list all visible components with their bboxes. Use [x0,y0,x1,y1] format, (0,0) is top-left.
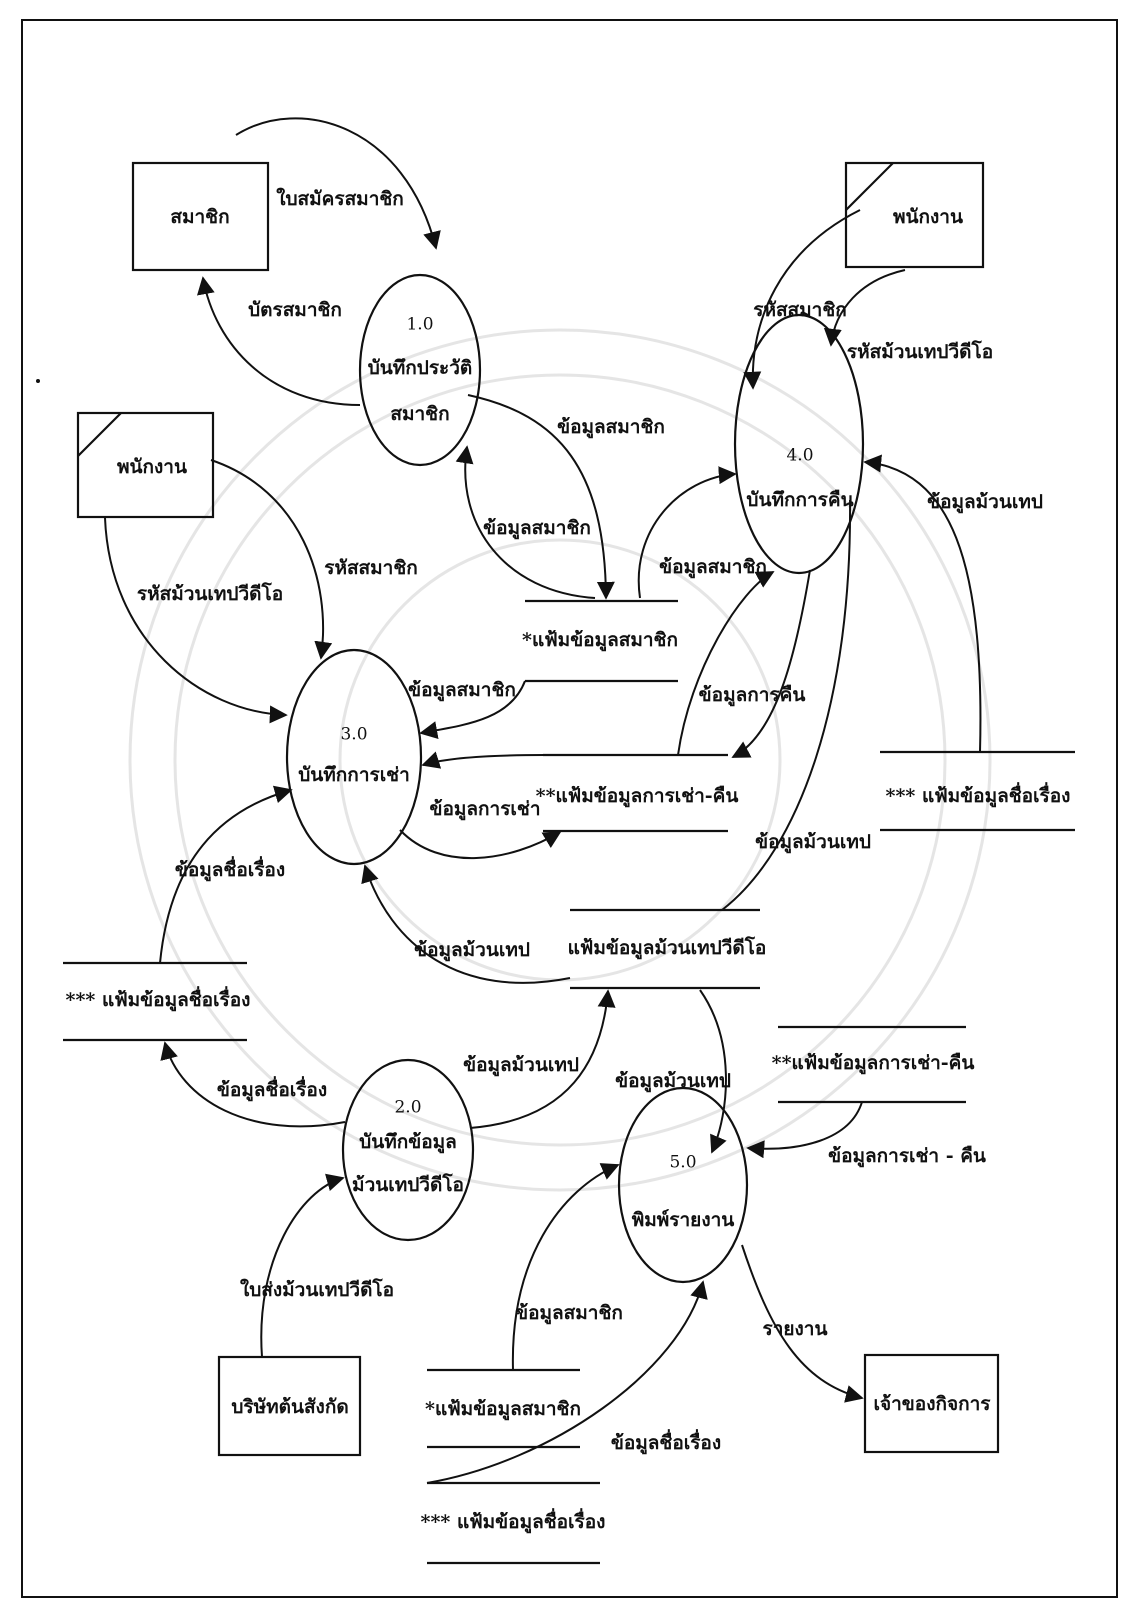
data-store-member-bottom: *แฟ้มข้อมูลสมาชิก [425,1368,581,1449]
process-1-number: 1.0 [406,315,433,335]
flow-arrow-15 [104,517,288,724]
flow-arrow-18 [160,1041,346,1128]
data-store-tape-label: แฟ้มข้อมูลม้วนเทปวีดีโอ [568,936,767,960]
flow-label-member-data: ข้อมูลสมาชิก [408,679,516,702]
entity-company-label: บริษัทต้นสังกัด [231,1396,348,1418]
flow-arrow-9 [731,569,811,758]
data-store-rental-right: **แฟ้มข้อมูลการเช่า-คืน [772,1025,975,1104]
page-border [21,19,1118,1598]
flow-label-title-data: ข้อมูลชื่อเรื่อง [611,1429,721,1455]
flow-arrow-3 [455,445,596,599]
data-store-title-bottom: *** แฟ้มข้อมูลชื่อเรื่อง [421,1481,606,1565]
flow-label-tape-data: ข้อมูลม้วนเทป [615,1070,731,1093]
data-store-rental-right-label: **แฟ้มข้อมูลการเช่า-คืน [772,1052,975,1075]
flow-arrow-14 [210,459,333,660]
flow-arrow-10 [721,499,852,911]
data-store-tape: แฟ้มข้อมูลม้วนเทปวีดีโอ [568,908,767,990]
process-2-number: 2.0 [394,1098,421,1118]
process-1: 1.0 บันทึกประวัติ สมาชิก [358,273,482,467]
data-store-member-top-label: *แฟ้มข้อมูลสมาชิก [522,629,678,652]
data-store-title-left: *** แฟ้มข้อมูลชื่อเรื่อง [63,961,251,1042]
flow-label-tape-delivery-note: ใบส่งม้วนเทปวีดีโอ [240,1278,394,1301]
process-1-name-line2: สมาชิก [390,403,449,425]
flow-arrow-5 [743,209,861,390]
flow-labels: ใบสมัครสมาชิก บัตรสมาชิก ข้อมูลสมาชิก ข้… [137,187,1043,1455]
process-1-name-line1: บันทึกประวัติ [368,357,473,379]
data-store-rental-center: **แฟ้มข้อมูลการเช่า-คืน [536,753,739,833]
flow-label-member-data: ข้อมูลสมาชิก [483,517,591,540]
flow-arrow-0 [235,117,441,250]
flow-label-tape-data: ข้อมูลม้วนเทป [414,939,530,962]
process-5-number: 5.0 [669,1153,696,1173]
data-store-title-right-label: *** แฟ้มข้อมูลชื่อเรื่อง [886,782,1071,808]
flow-label-tape-data: ข้อมูลม้วนเทป [463,1054,579,1077]
data-store-member-bottom-label: *แฟ้มข้อมูลสมาชิก [425,1398,581,1421]
process-2-name-line2: ม้วนเทปวีดีโอ [352,1173,464,1196]
flow-label-rental-data: ข้อมูลการเช่า [429,798,540,821]
process-5: 5.0 พิมพ์รายงาน [617,1086,749,1284]
process-2-name-line1: บันทึกข้อมูล [359,1131,457,1154]
process-3: 3.0 บันทึกการเช่า [285,648,423,866]
data-store-member-top: *แฟ้มข้อมูลสมาชิก [522,599,678,683]
entity-staff-top-label: พนักงาน [893,206,963,228]
flow-arrow-4 [637,466,737,599]
process-4: 4.0 บันทึกการคืน [733,313,865,575]
entity-staff-left-label: พนักงาน [117,456,187,478]
process-3-number: 3.0 [340,725,367,745]
process-4-name: บันทึกการคืน [746,489,853,511]
flow-arrow-25 [741,1244,864,1403]
flow-label-tape-id: รหัสม้วนเทปวีดีโอ [847,340,993,363]
flow-arrow-23 [511,1163,620,1371]
entity-staff-top: พนักงาน [844,161,985,269]
entity-member-label: สมาชิก [170,206,229,228]
data-store-rental-center-label: **แฟ้มข้อมูลการเช่า-คืน [536,785,739,808]
entity-owner: เจ้าของกิจการ [863,1353,1000,1454]
flow-arrow-6 [823,269,906,347]
flow-label-member-id: รหัสสมาชิก [324,557,418,579]
flow-arrow-7 [863,454,982,753]
entity-member: สมาชิก [131,161,270,272]
process-4-number: 4.0 [786,446,813,466]
flow-arrow-2 [467,394,615,600]
flow-arrow-11 [421,751,672,769]
process-5-name: พิมพ์รายงาน [632,1209,735,1231]
flow-arrow-21 [746,1101,863,1159]
flow-arrow-16 [159,785,293,964]
flow-label-tape-data: ข้อมูลม้วนเทป [927,491,1043,514]
process-3-name: บันทึกการเช่า [298,764,410,786]
flow-arrow-12 [399,829,562,859]
flow-label-rental-return-data: ข้อมูลการเช่า - คืน [828,1145,986,1168]
flow-arrow-1 [197,276,361,406]
flow-label-member-data: ข้อมูลสมาชิก [515,1302,623,1325]
data-store-title-left-label: *** แฟ้มข้อมูลชื่อเรื่อง [66,986,251,1012]
flow-arrow-19 [469,989,616,1129]
stray-dot [36,379,40,383]
flow-label-member-data: ข้อมูลสมาชิก [659,556,767,579]
data-store-title-bottom-label: *** แฟ้มข้อมูลชื่อเรื่อง [421,1508,606,1534]
flow-label-report: รายงาน [763,1318,828,1340]
flow-label-application-form: ใบสมัครสมาชิก [276,187,404,210]
entity-owner-label: เจ้าของกิจการ [874,1393,992,1415]
flow-arrow-8 [677,571,775,756]
flow-arrows [104,117,982,1484]
process-2: 2.0 บันทึกข้อมูล ม้วนเทปวีดีโอ [341,1058,475,1242]
data-store-title-right: *** แฟ้มข้อมูลชื่อเรื่อง [880,750,1075,832]
flow-label-member-card: บัตรสมาชิก [248,299,342,321]
flow-arrow-13 [419,680,526,739]
flow-label-member-data: ข้อมูลสมาชิก [557,416,665,439]
flow-label-title-data: ข้อมูลชื่อเรื่อง [217,1076,327,1102]
entity-company: บริษัทต้นสังกัด [217,1355,362,1457]
entity-staff-left: พนักงาน [76,411,215,519]
flow-arrow-24 [426,1280,708,1484]
flow-label-return-data: ข้อมูลการคืน [699,684,806,707]
flow-arrow-17 [361,864,571,984]
flow-label-member-id: รหัสสมาชิก [753,299,847,321]
flow-arrow-22 [260,1173,345,1358]
flow-arrow-20 [699,989,727,1154]
flow-label-tape-id: รหัสม้วนเทปวีดีโอ [137,582,283,605]
flow-label-tape-data: ข้อมูลม้วนเทป [755,831,871,854]
flow-label-title-data: ข้อมูลชื่อเรื่อง [175,856,285,882]
